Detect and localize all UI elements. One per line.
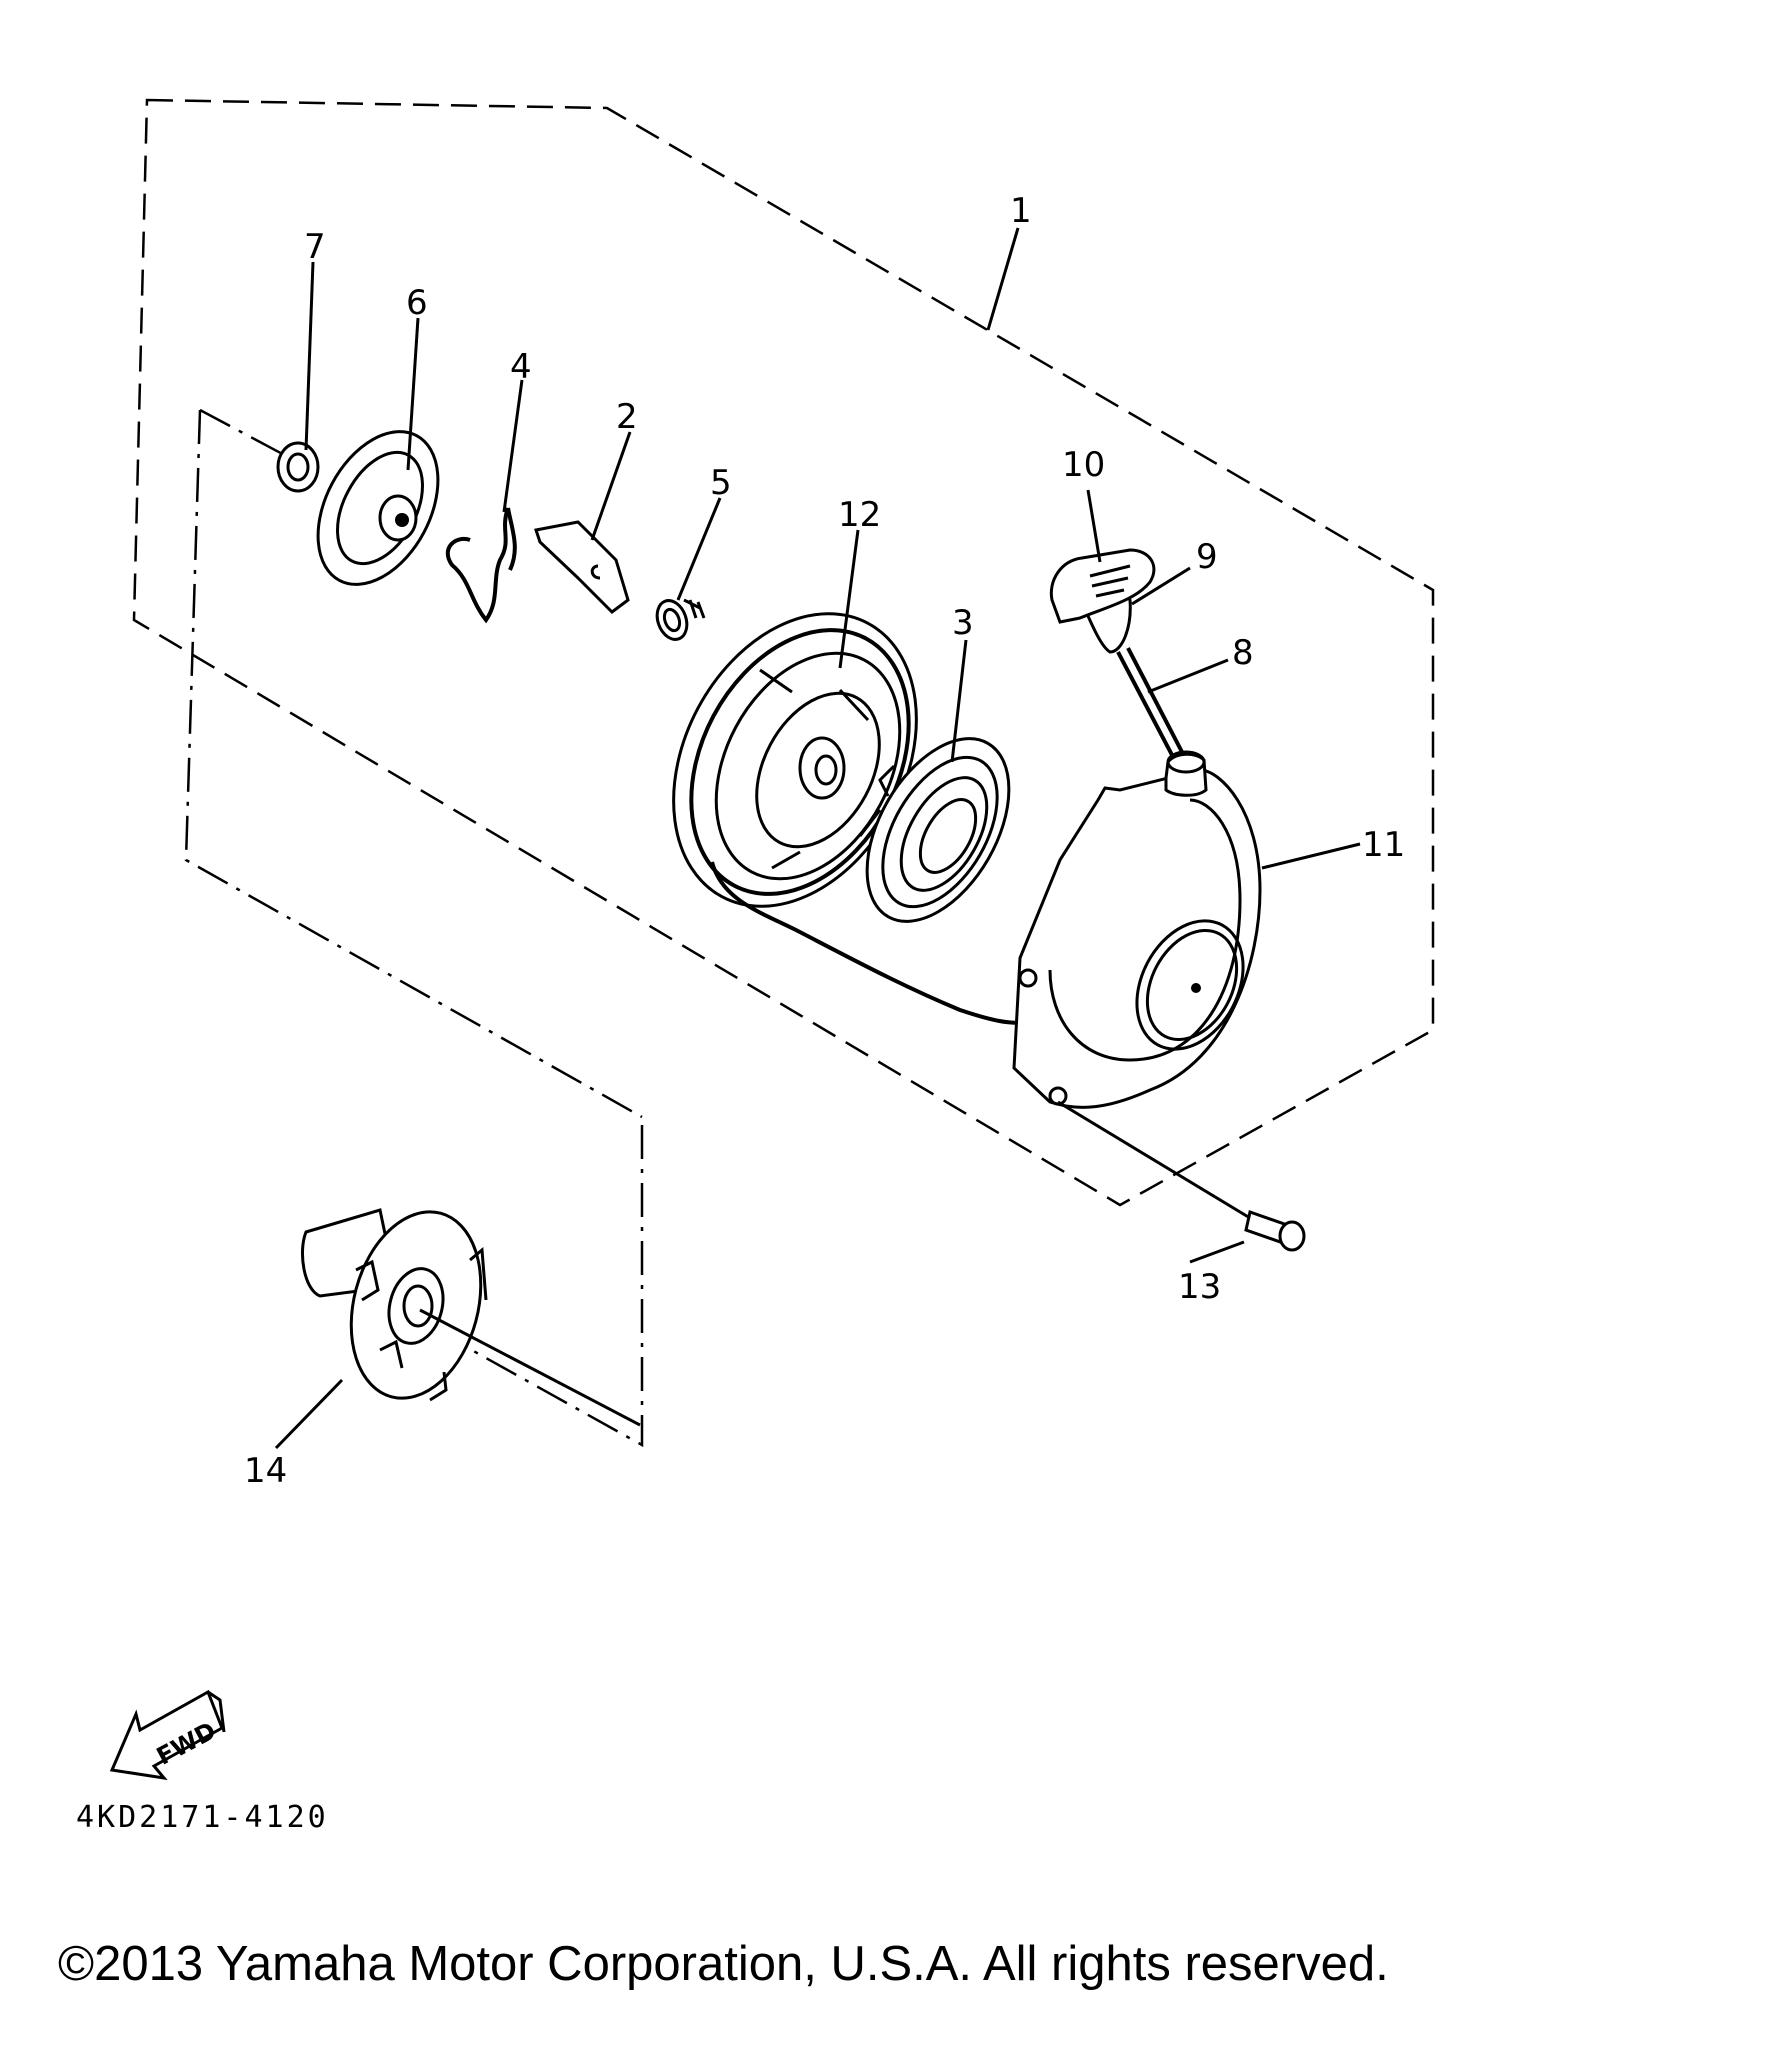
part-11-starter-case [1012, 750, 1262, 1109]
callout-3: 3 [952, 603, 974, 643]
part-4-spring-clip [445, 507, 517, 624]
projection-box [184, 408, 644, 1448]
callout-6: 6 [406, 283, 428, 323]
callout-5: 5 [710, 463, 732, 503]
copyright-notice: ©2013 Yamaha Motor Corporation, U.S.A. A… [58, 1937, 1389, 1991]
part-12-pulley [672, 612, 918, 908]
part-13-bolt [1244, 1210, 1306, 1252]
callout-12: 12 [838, 495, 881, 535]
part-7-nut [276, 441, 320, 493]
callout-13: 13 [1178, 1267, 1221, 1307]
callout-9: 9 [1196, 537, 1218, 577]
part-6-plate [316, 430, 440, 586]
callout-8: 8 [1232, 633, 1254, 673]
diagram-code: 4KD2171-4120 [76, 1800, 329, 1835]
assembly-boundary [132, 98, 1435, 1207]
part-5-spring [655, 598, 706, 641]
callout-10: 10 [1062, 445, 1105, 485]
starter-rope [710, 861, 1031, 1025]
part-10-handle [1049, 548, 1156, 624]
part-8-rope [1116, 647, 1184, 756]
part-3-recoil-spring [865, 737, 1011, 923]
part-14-drive-pulley [301, 1208, 488, 1402]
callout-2: 2 [616, 397, 638, 437]
part-2-pawl [534, 520, 630, 614]
leader-lines [274, 227, 1361, 1450]
callout-14: 14 [244, 1451, 287, 1491]
callout-1: 1 [1010, 191, 1032, 231]
fwd-arrow-icon: FWD [109, 1689, 226, 1781]
callout-labels: 7 6 4 2 5 12 3 1 10 9 8 11 13 14 [244, 191, 1405, 1491]
callout-11: 11 [1362, 825, 1405, 865]
callout-4: 4 [510, 347, 532, 387]
callout-7: 7 [304, 227, 326, 267]
